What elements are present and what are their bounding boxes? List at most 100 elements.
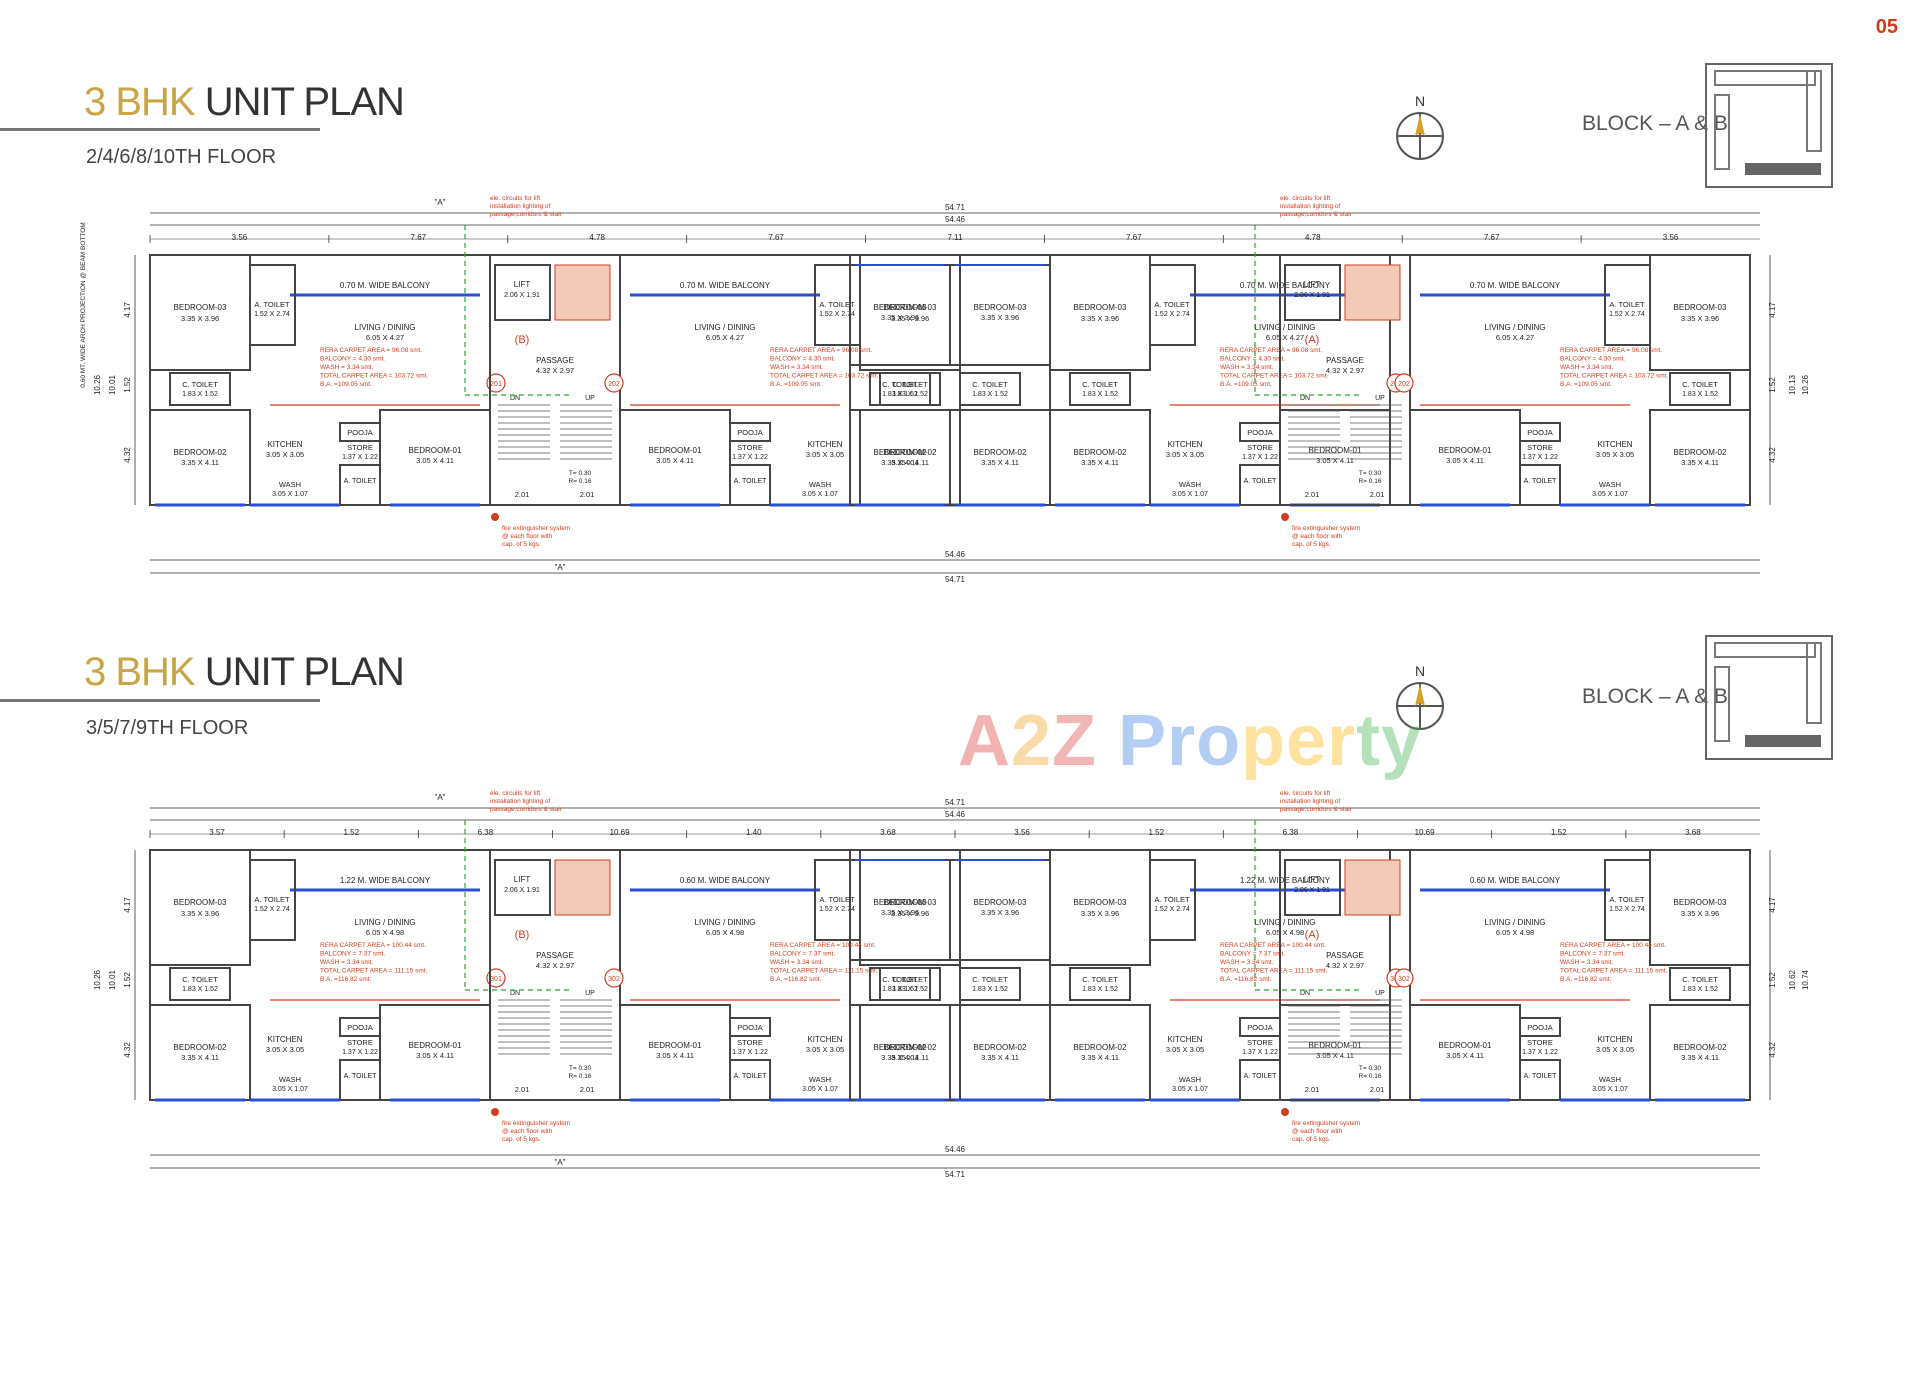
- room-name: BEDROOM-01: [409, 1041, 462, 1050]
- flat-number-marker: [486, 373, 506, 393]
- dimension-value: 7.67: [411, 233, 427, 242]
- flat-number: 302: [608, 976, 620, 983]
- dimension-value: 4.17: [123, 302, 132, 318]
- room-name: C. TOILET: [1082, 975, 1118, 984]
- room-a-toilet: [249, 264, 296, 346]
- room-name: KITCHEN: [1167, 440, 1202, 449]
- room-name: LIFT: [514, 875, 531, 884]
- room-bedroom-03: [1649, 254, 1751, 371]
- room-size: 3.35 X 4.11: [981, 458, 1019, 467]
- room-size: 3.05 X 1.07: [272, 1086, 308, 1093]
- flat-number: 302: [1398, 976, 1410, 983]
- room-size: 3.35 X 4.11: [1081, 458, 1119, 467]
- dimension-value: 7.67: [768, 233, 784, 242]
- room-a-toilet: [814, 264, 861, 346]
- room-name: A. TOILET: [819, 895, 855, 904]
- room-size: 1.37 X 1.22: [342, 1049, 378, 1056]
- dimension-value: 4.17: [1768, 302, 1777, 318]
- stair-tread-label: T= 0.30: [1359, 1065, 1382, 1072]
- area-line: RERA CARPET AREA = 96.08 smt.: [770, 347, 872, 354]
- dimension-value: 4.32: [1768, 1042, 1777, 1058]
- area-line: WASH = 3.34 smt.: [770, 959, 824, 966]
- area-line: RERA CARPET AREA = 100.44 smt.: [320, 942, 426, 949]
- core-label: (A): [1305, 929, 1320, 941]
- electrical-note: installation lighting of: [490, 798, 551, 805]
- room-c-toilet: [1669, 372, 1731, 406]
- room-name: A. TOILET: [254, 895, 290, 904]
- room-name: STORE: [1247, 1038, 1273, 1047]
- dimension-value: 4.17: [1768, 897, 1777, 913]
- compass-label: N: [1415, 93, 1425, 109]
- area-line: BALCONY = 7.37 smt.: [770, 951, 835, 958]
- room-name: A. TOILET: [1244, 1073, 1278, 1080]
- room-size: 4.32 X 2.97: [1326, 366, 1364, 375]
- electrical-note: ele. circuits for lift: [1280, 790, 1330, 797]
- lift-shaft: [1284, 264, 1341, 321]
- stair-direction: UP: [585, 395, 595, 402]
- room-size: 6.05 X 4.98: [706, 928, 744, 937]
- room-name: C. TOILET: [1082, 380, 1118, 389]
- room-size: 3.35 X 3.96: [881, 908, 919, 917]
- balcony-label: 0.60 M. WIDE BALCONY: [680, 876, 771, 885]
- room-size: 1.37 X 1.22: [732, 1049, 768, 1056]
- room-a-toilet: [1519, 1059, 1561, 1101]
- room-name: BEDROOM-03: [884, 898, 937, 907]
- electrical-note: passage,corridors & stair: [490, 806, 563, 813]
- flat-number: 202: [608, 381, 620, 388]
- room-size: 1.83 X 1.52: [972, 391, 1008, 398]
- room-size: 1.83 X 1.52: [972, 986, 1008, 993]
- stair-dimension: 2.01: [1370, 490, 1385, 499]
- room-size: 1.83 X 1.52: [1682, 986, 1718, 993]
- room-a-toilet: [1604, 859, 1651, 941]
- room-size: 3.35 X 4.11: [891, 458, 929, 467]
- area-line: BALCONY = 4.30 smt.: [1220, 356, 1285, 363]
- stair-dimension: 2.01: [580, 490, 595, 499]
- title-highlight: 3 BHK: [84, 80, 196, 124]
- room-size: 1.83 X 1.52: [1082, 986, 1118, 993]
- area-line: WASH = 3.34 smt.: [320, 959, 374, 966]
- area-line: B.A. =109.05 smt.: [770, 381, 822, 388]
- dimension-value: 10.13: [1788, 374, 1797, 395]
- flat-number-marker: [604, 968, 624, 988]
- area-line: B.A. =116.82 smt.: [770, 976, 822, 983]
- key-plan-icon: [1705, 635, 1833, 760]
- room-a-toilet: [1604, 264, 1651, 346]
- room-size: 1.83 X 1.52: [882, 391, 918, 398]
- room-name: POOJA: [1247, 1023, 1272, 1032]
- room-size: 4.32 X 2.97: [536, 961, 574, 970]
- room-name: BEDROOM-02: [1674, 448, 1727, 457]
- fire-note: @ each floor with: [1292, 533, 1343, 540]
- stair-tread-label: T= 0.30: [1359, 470, 1382, 477]
- room-name: A. TOILET: [1244, 478, 1278, 485]
- room-name: A. TOILET: [1609, 300, 1645, 309]
- room-name: WASH: [809, 480, 831, 489]
- room-size: 6.05 X 4.27: [1496, 333, 1534, 342]
- area-line: B.A. =116.82 smt.: [1560, 976, 1612, 983]
- room-c-toilet: [169, 967, 231, 1001]
- room-name: WASH: [1599, 1075, 1621, 1084]
- stair-dimension: 2.01: [515, 490, 530, 499]
- stair-direction: DN: [510, 395, 520, 402]
- dimension-value: 10.62: [1788, 969, 1797, 990]
- area-line: TOTAL CARPET AREA = 103.72 smt.: [770, 373, 879, 380]
- room-size: 3.05 X 3.05: [806, 450, 844, 459]
- room-size: 1.83 X 1.52: [1682, 391, 1718, 398]
- room-name: A. TOILET: [1609, 895, 1645, 904]
- room-size: 4.32 X 2.97: [536, 366, 574, 375]
- room-name: C. TOILET: [892, 975, 928, 984]
- room-c-toilet: [1069, 967, 1131, 1001]
- room-size: 3.05 X 1.07: [1592, 491, 1628, 498]
- area-line: WASH = 3.34 smt.: [320, 364, 374, 371]
- area-line: BALCONY = 7.37 smt.: [1220, 951, 1285, 958]
- room-name: BEDROOM-01: [409, 446, 462, 455]
- room-size: 3.35 X 4.11: [891, 1053, 929, 1062]
- dimension-value: 10.26: [1801, 374, 1810, 395]
- room-c-toilet: [1669, 967, 1731, 1001]
- room-size: 3.05 X 3.05: [1166, 1045, 1204, 1054]
- room-size: 3.05 X 3.05: [1596, 1045, 1634, 1054]
- dimension-value: 10.69: [1415, 828, 1436, 837]
- room-name: STORE: [737, 1038, 763, 1047]
- room-size: 3.35 X 3.96: [1681, 909, 1719, 918]
